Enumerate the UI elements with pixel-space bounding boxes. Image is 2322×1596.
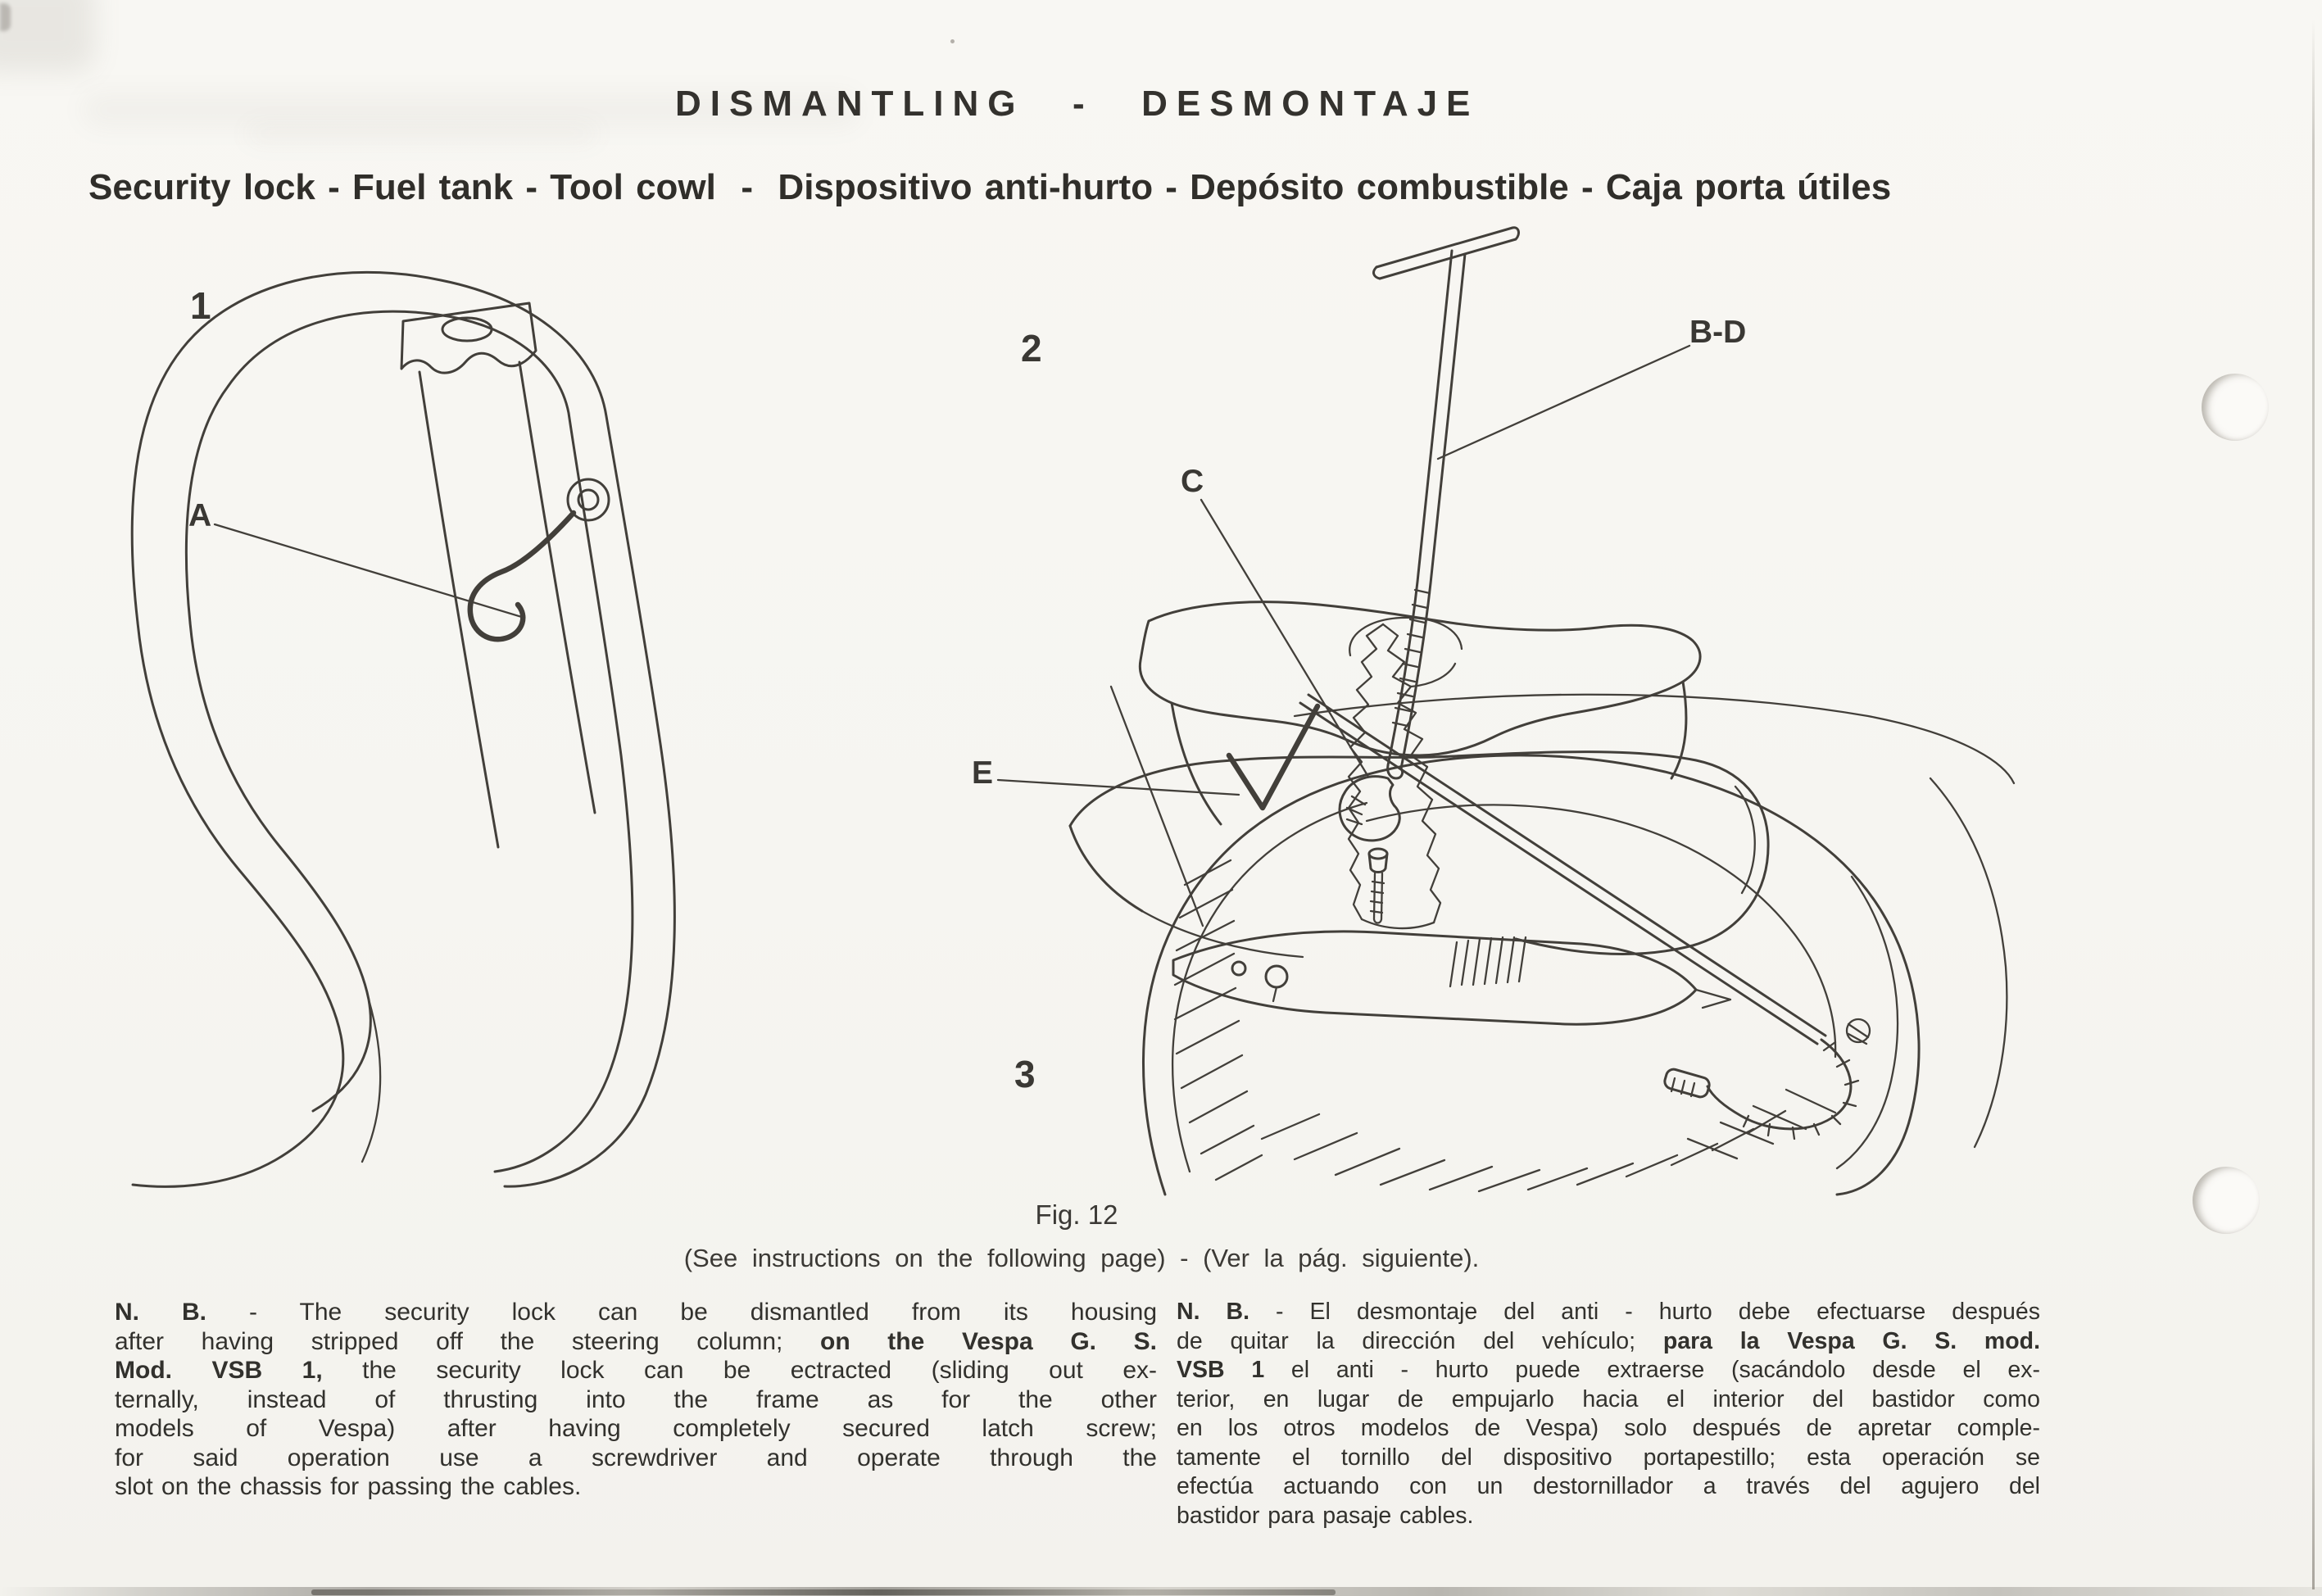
text-line: Mod. VSB 1, the security lock can be ect…: [115, 1357, 1157, 1384]
figure-1-number: 1: [190, 284, 211, 327]
page-edge: [2312, 20, 2315, 1589]
figure-2-drawing: [1068, 226, 1770, 959]
scan-smudge: [82, 92, 860, 128]
page-title: DISMANTLING - DESMONTAJE: [675, 84, 1480, 124]
leader-line-bd: [1436, 344, 1691, 460]
hatching: [1173, 859, 1871, 1193]
punch-hole-bottom: [2193, 1167, 2260, 1234]
scan-mark: [0, 3, 11, 31]
text-line: for said operation use a screwdriver and…: [115, 1444, 1157, 1471]
figure-2-number: 2: [1021, 327, 1042, 370]
text-line: N. B. - The security lock can be dismant…: [115, 1299, 1157, 1326]
latch-screw: [1367, 847, 1389, 924]
note-english: N. B. - The security lock can be dismant…: [115, 1298, 1157, 1502]
figure-3-drawing: [996, 685, 2016, 1196]
punch-hole-top: [2202, 374, 2269, 441]
text-line: tamente el tornillo del dispositivo port…: [1177, 1444, 2040, 1471]
figure-caption-note: (See instructions on the following page)…: [683, 1244, 1480, 1272]
scan-smudge: [246, 123, 598, 144]
scan-noise-bottom-dark: [311, 1589, 1336, 1595]
section-heading: Security lock - Fuel tank - Tool cowl - …: [88, 167, 1892, 207]
steering-column: [400, 302, 596, 849]
text-line: ternally, instead of thrusting into the …: [115, 1385, 1157, 1413]
frame-context-lines: [1109, 685, 2016, 1149]
text-line: VSB 1 el anti - hurto puede extraerse (s…: [1177, 1357, 2040, 1383]
scan-speck: [950, 39, 955, 43]
security-lock-hook: [467, 478, 610, 642]
t-handle-tool: [1372, 226, 1520, 780]
text-line: after having stripped off the steering c…: [115, 1327, 1157, 1355]
callout-a: A: [188, 498, 212, 533]
legshield-outline: [130, 270, 676, 1188]
cable-rod: [1299, 693, 1860, 1140]
fuel-tank-body: [1068, 601, 1770, 959]
leader-line-a: [213, 523, 526, 619]
latch-bar: [1172, 930, 1732, 1026]
text-line: en los otros modelos de Vespa) solo desp…: [1177, 1415, 2040, 1441]
note-spanish: N. B. - El desmontaje del anti - hurto d…: [1177, 1298, 2040, 1530]
spring-coil: [1449, 936, 1527, 988]
scan-smudge: [0, 0, 95, 72]
text-line: terior, en lugar de empujarlo hacia el i…: [1177, 1385, 2040, 1412]
text-line: N. B. - El desmontaje del anti - hurto d…: [1177, 1299, 2040, 1325]
text-line: bastidor para pasaje cables.: [1177, 1502, 1474, 1529]
text-line: models of Vespa) after having completely…: [115, 1415, 1157, 1442]
callout-e: E: [972, 755, 994, 791]
leader-line-e: [996, 778, 1240, 796]
callout-bd: B-D: [1689, 315, 1747, 350]
text-line: slot on the chassis for passing the cabl…: [115, 1473, 582, 1500]
figure-1-drawing: [130, 270, 676, 1188]
text-line: efectúa actuando con un destornillador a…: [1177, 1473, 2040, 1499]
callout-c: C: [1181, 464, 1204, 499]
figure-3-number: 3: [1014, 1053, 1036, 1095]
tool-cowl-body: [1141, 754, 1921, 1196]
hook-rod-e: [1226, 703, 1321, 811]
figure-caption: Fig. 12: [1035, 1199, 1118, 1230]
text-line: de quitar la dirección del vehículo; par…: [1177, 1327, 2040, 1354]
